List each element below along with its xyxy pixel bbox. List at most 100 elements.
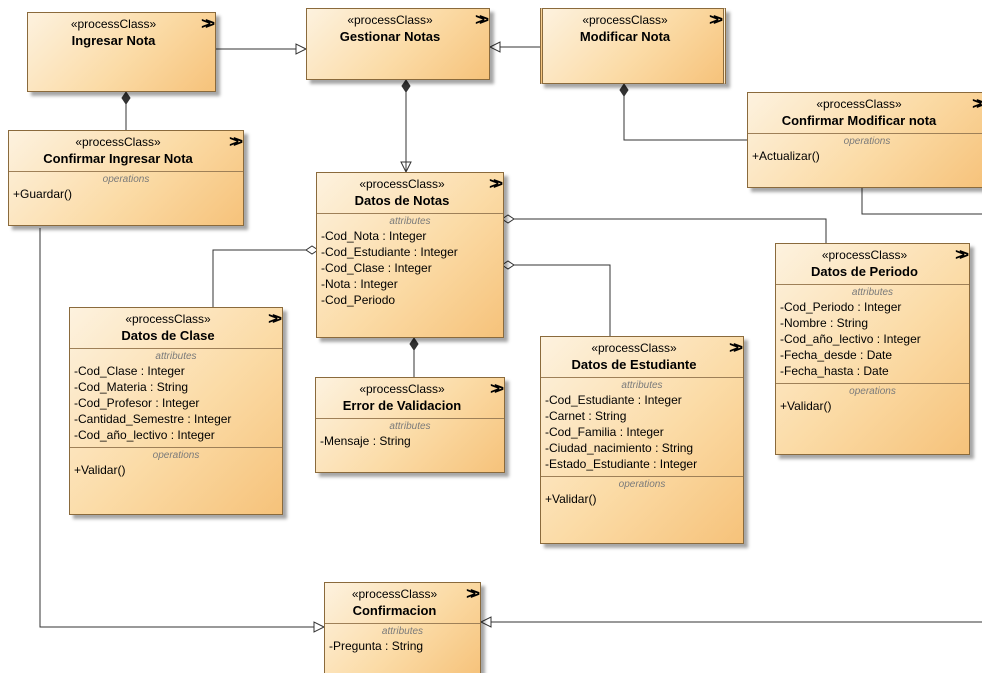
generalization-arrowhead-icon (488, 41, 501, 53)
section-title: attributes (389, 216, 431, 227)
class-datos-de-periodo[interactable]: «processClass» Datos de Periodo >> attri… (775, 243, 970, 455)
class-name: Gestionar Notas (339, 29, 441, 44)
operation-row: +Validar() (545, 492, 597, 506)
stereotype-label: «processClass» (582, 13, 668, 27)
aggregation-diamond-icon (501, 260, 515, 270)
stereotype-label: «processClass» (351, 587, 438, 601)
section-title: operations (618, 479, 666, 490)
operation-row: +Guardar() (13, 187, 73, 201)
process-symbol-icon: >> (955, 245, 969, 264)
generalization-arrowhead-icon (313, 621, 326, 633)
attribute-row: -Cantidad_Semestre : Integer (74, 412, 232, 426)
attribute-row: -Cod_Materia : String (74, 380, 189, 394)
section-title: attributes (155, 351, 197, 362)
attribute-row: -Mensaje : String (320, 434, 411, 448)
class-name: Datos de Periodo (811, 264, 918, 279)
generalization-arrowhead-icon (479, 616, 492, 628)
process-symbol-icon: >> (709, 10, 723, 29)
class-datos-de-estudiante[interactable]: «processClass» Datos de Estudiante >> at… (540, 336, 744, 544)
attribute-row: -Cod_Clase : Integer (321, 261, 432, 275)
composition-diamond-icon (409, 337, 419, 351)
operation-row: +Actualizar() (752, 149, 820, 163)
attribute-row: -Nombre : String (780, 316, 869, 330)
composition-diamond-icon (619, 83, 629, 97)
operations-section: operations +Validar() (541, 476, 743, 511)
attribute-row: -Cod_Profesor : Integer (74, 396, 200, 410)
section-title: operations (152, 450, 200, 461)
process-symbol-icon: >> (268, 309, 282, 328)
attribute-row: -Cod_Estudiante : Integer (545, 393, 682, 407)
class-datos-de-notas[interactable]: «processClass» Datos de Notas >> attribu… (316, 172, 504, 338)
attribute-row: -Ciudad_nacimiento : String (545, 441, 694, 455)
operations-section: operations +Guardar() (9, 171, 243, 206)
class-error-de-validacion[interactable]: «processClass» Error de Validacion >> at… (315, 377, 505, 473)
class-name: Datos de Clase (121, 328, 215, 343)
class-confirmar-ingresar-nota[interactable]: «processClass» Confirmar Ingresar Nota >… (8, 130, 244, 226)
class-name: Confirmar Modificar nota (781, 113, 937, 128)
stereotype-label: «processClass» (347, 13, 433, 27)
attribute-row: -Carnet : String (545, 409, 627, 423)
class-confirmacion[interactable]: «processClass» Confirmacion >> attribute… (324, 582, 481, 673)
stereotype-label: «processClass» (359, 382, 445, 396)
attribute-row: -Cod_Periodo : Integer (780, 300, 902, 314)
attribute-row: -Nota : Integer (321, 277, 398, 291)
process-symbol-icon: >> (489, 174, 503, 193)
composition-diamond-icon (121, 91, 131, 105)
section-title: attributes (621, 380, 663, 391)
class-name: Confirmacion (352, 603, 437, 618)
stereotype-label: «processClass» (125, 312, 211, 326)
attribute-row: -Estado_Estudiante : Integer (545, 457, 698, 471)
section-title: operations (849, 386, 896, 397)
class-name: Error de Validacion (342, 398, 462, 413)
stereotype-label: «processClass» (359, 177, 445, 191)
operations-section: operations +Validar() (776, 383, 969, 418)
class-name: Ingresar Nota (71, 33, 156, 48)
section-title: operations (843, 136, 891, 147)
process-symbol-icon: >> (201, 14, 215, 33)
attributes-section: attributes -Mensaje : String (316, 418, 504, 453)
attribute-row: -Fecha_hasta : Date (780, 364, 889, 378)
connector-confirmar-modificar-out (861, 188, 982, 215)
class-ingresar-nota[interactable]: «processClass» Ingresar Nota >> (27, 12, 216, 92)
operation-row: +Validar() (74, 463, 126, 477)
navigable-arrowhead-icon (400, 161, 412, 174)
attribute-row: -Cod_Estudiante : Integer (321, 245, 458, 259)
attribute-row: -Cod_Familia : Integer (545, 425, 664, 439)
aggregation-notas-clase (212, 249, 306, 307)
stereotype-label: «processClass» (591, 341, 677, 355)
operations-section: operations +Validar() (70, 447, 282, 482)
attribute-row: -Pregunta : String (329, 639, 424, 653)
section-title: attributes (851, 287, 894, 298)
attribute-row: -Cod_año_lectivo : Integer (74, 428, 215, 442)
composition-modificar-confirmar (623, 88, 747, 141)
attributes-section: attributes -Pregunta : String (325, 623, 480, 658)
class-name: Datos de Notas (354, 193, 450, 208)
attributes-section: attributes -Cod_Nota : Integer -Cod_Estu… (317, 213, 503, 312)
attribute-row: -Cod_Clase : Integer (74, 364, 185, 378)
class-gestionar-notas[interactable]: «processClass» Gestionar Notas >> (306, 8, 490, 80)
class-name: Modificar Nota (579, 29, 671, 44)
process-symbol-icon: >> (729, 338, 743, 357)
stereotype-label: «processClass» (816, 97, 902, 111)
operation-row: +Validar() (780, 399, 832, 413)
class-name: Datos de Estudiante (571, 357, 697, 372)
aggregation-notas-periodo (514, 218, 827, 243)
class-modificar-nota[interactable]: «processClass» Modificar Nota >> (540, 8, 726, 84)
process-symbol-icon: >> (972, 94, 982, 113)
attribute-row: -Cod_Nota : Integer (321, 229, 427, 243)
process-symbol-icon: >> (229, 132, 243, 151)
stereotype-label: «processClass» (75, 135, 161, 149)
section-title: attributes (389, 421, 431, 432)
attributes-section: attributes -Cod_Clase : Integer -Cod_Mat… (70, 348, 282, 447)
generalization-arrowhead-icon (295, 43, 308, 55)
class-datos-de-clase[interactable]: «processClass» Datos de Clase >> attribu… (69, 307, 283, 515)
class-confirmar-modificar-nota[interactable]: «processClass» Confirmar Modificar nota … (747, 92, 982, 188)
aggregation-diamond-icon (501, 214, 515, 224)
class-name: Confirmar Ingresar Nota (43, 151, 193, 166)
process-symbol-icon: >> (475, 10, 489, 29)
attributes-section: attributes -Cod_Estudiante : Integer -Ca… (541, 377, 743, 476)
generalization-confirmar-ingresar-confirmacion (39, 228, 314, 628)
process-symbol-icon: >> (466, 584, 480, 603)
